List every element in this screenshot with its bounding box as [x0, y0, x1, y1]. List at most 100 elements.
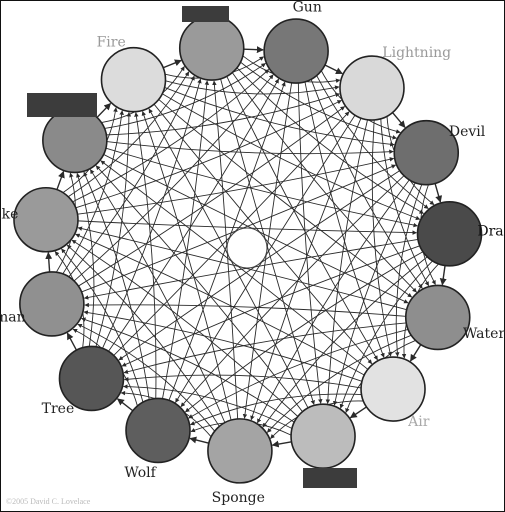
- arrow-5-beats-10: [123, 322, 407, 374]
- arrow-5-beats-11: [84, 302, 406, 317]
- arrow-3-beats-6: [395, 184, 423, 357]
- node-label-snake: Snake: [0, 206, 18, 222]
- arrow-1-beats-4: [316, 75, 429, 209]
- arrow-7-beats-13: [95, 165, 303, 412]
- redaction-box-top: [182, 6, 229, 22]
- arrow-14-beats-4: [162, 93, 421, 221]
- node-label-sponge: Sponge: [212, 490, 265, 506]
- node-redacted-0: [178, 15, 245, 81]
- arrow-6-beats-9: [190, 393, 362, 426]
- redaction-box-bottom: [303, 468, 357, 488]
- arrow-7-beats-8: [271, 440, 292, 448]
- node-label-dragon: Dragon: [477, 224, 505, 240]
- arrow-3-beats-9: [180, 175, 405, 408]
- arrow-8-beats-12: [66, 244, 220, 427]
- node-lightning: [339, 55, 405, 121]
- node-fire: [100, 46, 167, 113]
- arrow-12-beats-13: [56, 170, 65, 190]
- arrow-2-beats-6: [371, 119, 393, 357]
- arrow-5-beats-9: [188, 328, 409, 419]
- arrow-10-beats-0: [102, 78, 202, 349]
- arrow-6-beats-7: [349, 406, 367, 419]
- node-devil: [393, 119, 460, 186]
- copyright-text: ©2005 David C. Lovelace: [6, 497, 91, 506]
- arrow-8-beats-14: [141, 111, 232, 421]
- arrow-9-beats-12: [61, 248, 144, 403]
- arrow-1-beats-7: [297, 82, 323, 404]
- arrow-9-beats-10: [116, 398, 134, 412]
- node-sponge: [207, 418, 273, 484]
- arrow-4-beats-8: [262, 256, 428, 428]
- arrow-11-beats-2: [78, 106, 345, 287]
- arrow-9-beats-14: [134, 112, 157, 399]
- arrow-8-beats-9: [189, 436, 210, 444]
- arrow-7-beats-12: [71, 239, 299, 417]
- node-label-air: Air: [407, 414, 430, 430]
- arrow-7-beats-10: [123, 384, 293, 429]
- arrow-1-beats-5: [310, 79, 423, 289]
- arrow-10-beats-1: [108, 78, 280, 352]
- arrow-11-beats-1: [73, 74, 274, 282]
- arrow-12-beats-0: [67, 71, 190, 198]
- arrow-10-beats-13: [76, 172, 95, 347]
- arrow-4-beats-10: [121, 245, 420, 367]
- arrow-1-beats-6: [304, 81, 385, 358]
- arrow-12-beats-1: [72, 69, 270, 203]
- node-label-water: Water: [463, 326, 505, 342]
- arrow-13-beats-4: [105, 147, 418, 228]
- arrow-10-beats-14: [95, 111, 132, 347]
- arrow-14-beats-3: [164, 87, 395, 147]
- arrow-5-beats-6: [409, 344, 422, 362]
- node-air: [360, 356, 426, 422]
- node-label-tree: Tree: [42, 401, 75, 417]
- arrow-14-beats-2: [165, 80, 340, 95]
- arrow-9-beats-0: [162, 80, 210, 399]
- node-gun: [263, 18, 329, 84]
- node-human: [19, 271, 85, 337]
- arrow-12-beats-3: [77, 157, 395, 215]
- arrow-11-beats-14: [62, 110, 124, 275]
- arrow-2-beats-8: [250, 117, 362, 421]
- arrow-0-beats-6: [226, 76, 378, 361]
- node-dragon: [416, 201, 483, 267]
- arrow-13-beats-14: [96, 102, 112, 118]
- arrow-6-beats-11: [83, 310, 363, 382]
- arrow-1-beats-2: [324, 64, 343, 75]
- arrow-3-beats-8: [257, 179, 410, 424]
- arrow-13-beats-2: [106, 92, 340, 136]
- arrow-2-beats-3: [392, 112, 406, 128]
- arrow-3-beats-7: [332, 182, 416, 406]
- arrow-0-beats-1: [243, 46, 264, 54]
- arrow-6-beats-12: [75, 233, 365, 376]
- arrow-8-beats-13: [89, 169, 226, 423]
- arrow-0-beats-4: [236, 67, 424, 214]
- nodes: [13, 15, 483, 484]
- node-label-wolf: Wolf: [124, 465, 157, 481]
- node-label-gun: Gun: [293, 0, 322, 15]
- arrow-12-beats-2: [75, 99, 342, 209]
- node-label-devil: Devil: [449, 124, 486, 140]
- node-tree: [58, 345, 125, 412]
- node-redacted-13: [42, 107, 108, 174]
- arrow-0-beats-5: [231, 72, 417, 293]
- arrow-0-beats-3: [240, 61, 398, 140]
- node-label-lightning: Lightning: [382, 45, 451, 61]
- arrow-14-beats-0: [162, 59, 182, 69]
- node-label-fire: Fire: [97, 35, 126, 51]
- arrow-5-beats-8: [266, 334, 412, 433]
- center-circle: [226, 227, 268, 269]
- arrow-13-beats-1: [104, 63, 266, 129]
- arrow-4-beats-9: [185, 251, 424, 413]
- node-redacted-7: [290, 403, 356, 470]
- arrow-9-beats-13: [83, 171, 150, 400]
- arrow-13-beats-3: [106, 141, 394, 155]
- redaction-box-left: [27, 93, 97, 117]
- arrow-8-beats-11: [77, 323, 216, 432]
- arrow-11-beats-0: [68, 75, 195, 278]
- arrow-6-beats-10: [124, 374, 362, 389]
- arrow-11-beats-12: [45, 251, 53, 273]
- node-snake: [13, 186, 79, 253]
- arrow-7-beats-11: [81, 317, 295, 423]
